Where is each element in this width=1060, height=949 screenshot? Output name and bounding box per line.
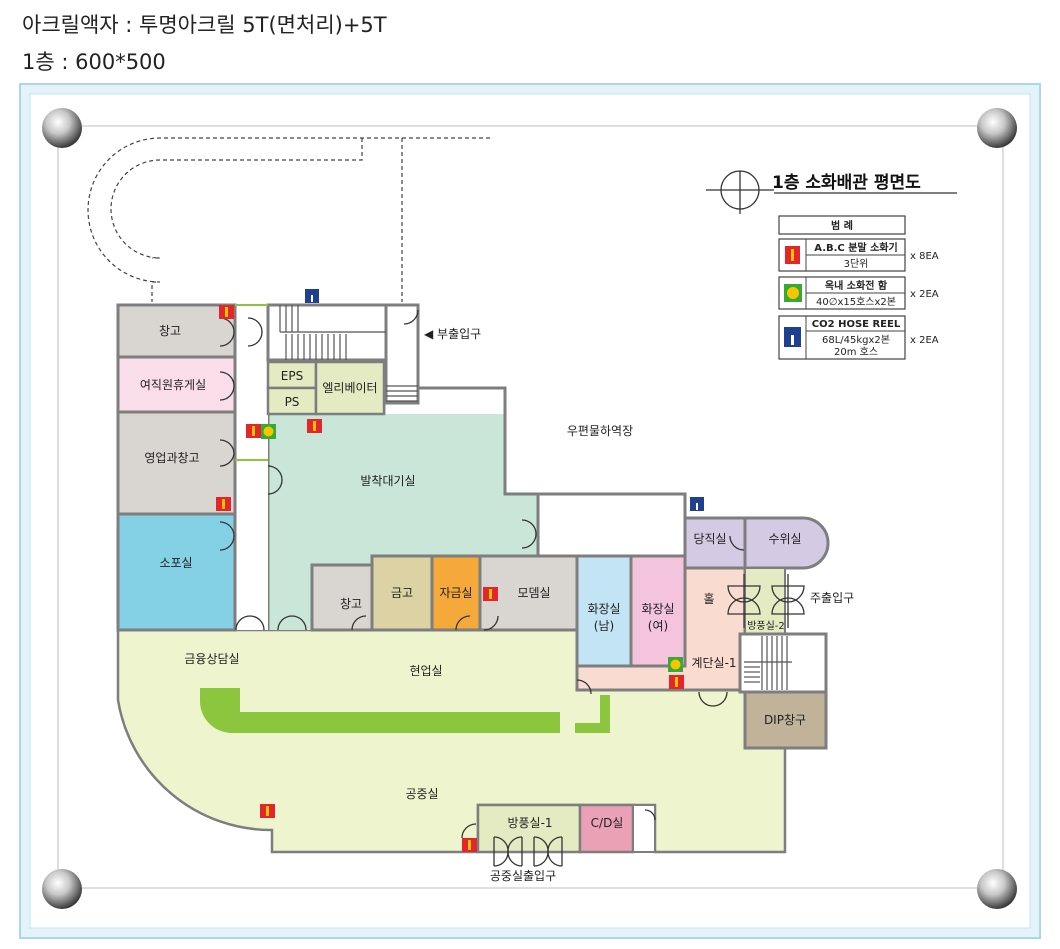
fire-extinguisher-icon — [216, 305, 684, 852]
header-title: 아크릴액자 : 투명아크릴 5T(면처리)+5T — [22, 13, 387, 37]
legend-item-1-line2: 3단위 — [844, 257, 869, 270]
parcel-room-label: 소포실 — [159, 556, 192, 570]
cd-room-label: C/D실 — [591, 816, 624, 830]
storage-top-room — [116, 303, 237, 359]
legend-heading: 범 례 — [831, 219, 853, 232]
elevator-room — [314, 360, 386, 416]
legend-item-3-line3: 20m 호스 — [834, 346, 878, 358]
business-room-label: 현업실 — [409, 664, 442, 678]
legend-item-3-line2: 68L/45kgx2본 — [822, 334, 890, 346]
ps-room — [266, 386, 318, 416]
stair-treads — [279, 305, 418, 402]
windbreak2-label: 방풍실-2 — [747, 620, 785, 632]
public-room-label: 공중실 — [405, 787, 438, 801]
hose-reel-icon — [261, 424, 683, 672]
mail-yard-label: 우편물하역장 — [567, 424, 633, 438]
counter-bar — [200, 688, 560, 733]
cd-room — [578, 803, 635, 854]
inner-border — [57, 125, 1004, 889]
female-lounge-label: 여직원휴게실 — [140, 378, 206, 392]
door-swings — [219, 309, 805, 867]
rooms — [116, 303, 830, 854]
co2-reel-icon — [305, 289, 704, 511]
main-entrance-label: 주출입구 — [810, 591, 854, 605]
side-entrance-label: ◀ 부출입구 — [424, 327, 481, 341]
dip-window-room — [743, 690, 828, 750]
female-lounge-room — [116, 355, 237, 414]
windbreak1-label: 방풍실-1 — [507, 816, 552, 830]
counter-bar-short — [575, 695, 610, 733]
legend-item-1-qty: x 8EA — [910, 251, 939, 262]
duty-room — [683, 516, 747, 570]
legend-item-2-line2: 40∅x15호스x2본 — [816, 296, 896, 308]
guard-room — [743, 516, 830, 570]
toilet-male-sub: (남) — [594, 619, 614, 633]
waiting-room-label: 발착대기실 — [360, 474, 415, 488]
parcel-room — [116, 512, 237, 632]
cash-room-label: 자금실 — [439, 586, 472, 600]
guard-room-label: 수위실 — [768, 532, 801, 546]
hall-label: 홀 — [703, 592, 714, 606]
legend: 범 례 A.B.C 분말 소화기 3단위 x 8EA 옥내 소화전 함 40∅x… — [778, 215, 939, 360]
legend-item-2-qty: x 2EA — [910, 289, 939, 300]
waiting-room-area — [268, 304, 538, 630]
model-room-label: 모뎀실 — [517, 586, 550, 600]
legend-item-3-qty: x 2EA — [910, 335, 939, 346]
driveway-outline — [87, 137, 490, 302]
toilet-female-label: 화장실 — [641, 602, 674, 616]
plan-title: 1층 소화배관 평면도 — [772, 173, 921, 193]
legend-item-2-line1: 옥내 소화전 함 — [825, 279, 888, 292]
vault-label: 금고 — [391, 586, 413, 600]
stairs-right — [738, 632, 828, 694]
standoff-bolt-icon — [42, 108, 1017, 909]
toilet-male-label: 화장실 — [587, 602, 620, 616]
ps-label: PS — [285, 395, 300, 409]
public-entrance-label: 공중실출입구 — [490, 869, 556, 883]
stairs1-label: 계단실-1 — [691, 656, 736, 670]
sales-storage-label: 영업과창고 — [144, 451, 199, 465]
header-size: 1층 : 600*500 — [22, 50, 166, 74]
finance-room-label: 금융상담실 — [184, 652, 239, 666]
legend-item-3-line1: CO2 HOSE REEL — [812, 319, 901, 330]
toilet-female — [629, 554, 687, 668]
legend-item-1-line1: A.B.C 분말 소화기 — [814, 241, 897, 254]
north-symbol-icon — [706, 170, 774, 214]
storage-mid-room — [310, 563, 374, 632]
dip-window-label: DIP창구 — [764, 713, 806, 727]
eps-label: EPS — [281, 369, 303, 383]
elevator-label: 엘리베이터 — [322, 381, 377, 395]
duty-room-label: 당직실 — [693, 532, 726, 546]
windbreak2-room — [744, 567, 786, 635]
storage-mid-label: 창고 — [340, 597, 362, 611]
storage-top-label: 창고 — [159, 324, 181, 338]
toilet-female-sub: (여) — [648, 619, 668, 633]
